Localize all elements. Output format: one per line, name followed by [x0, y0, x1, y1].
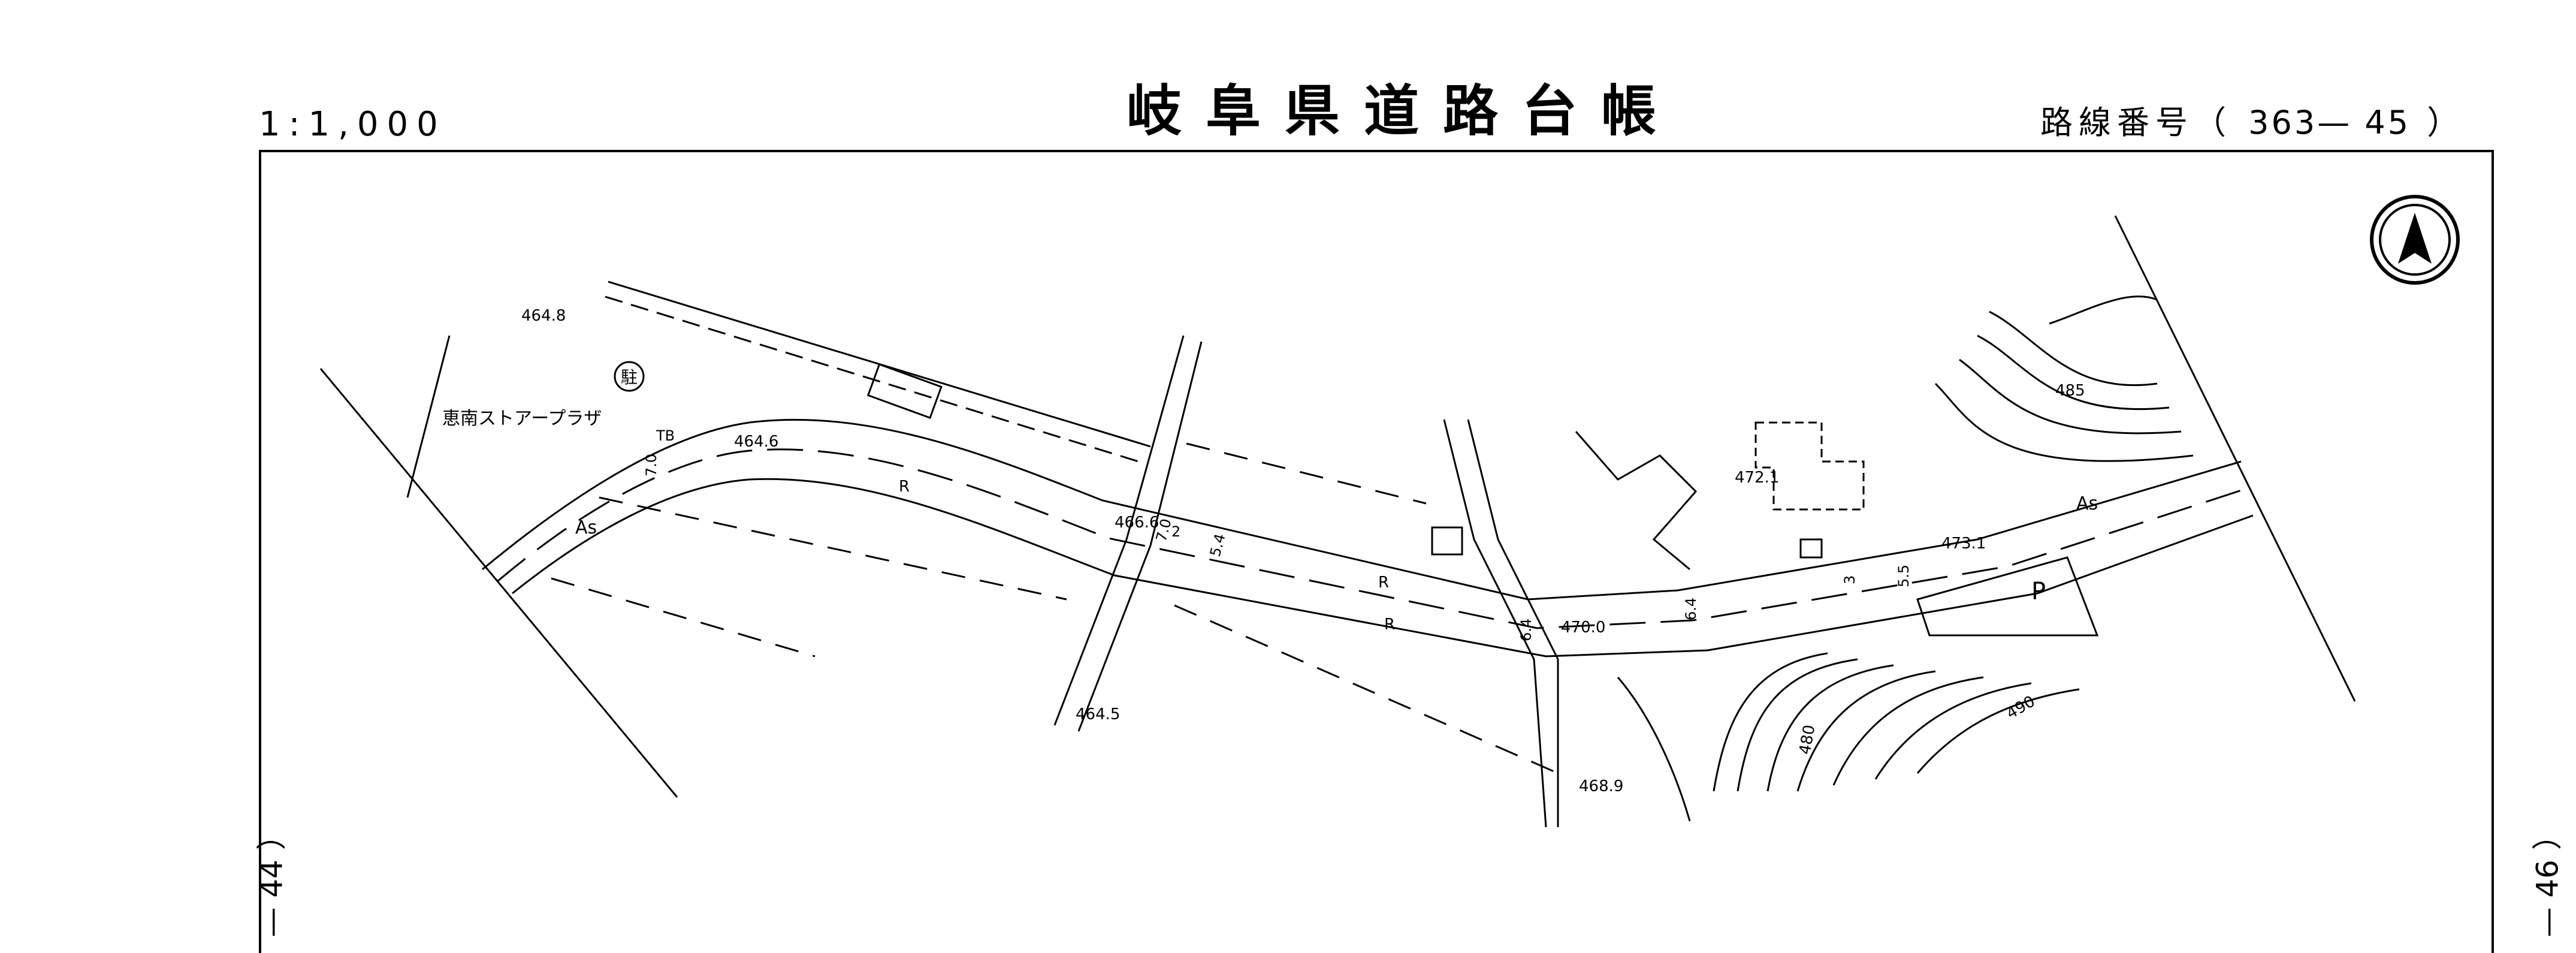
side-road-edge	[605, 295, 1139, 463]
contour-line	[1766, 664, 1894, 792]
contour-line	[1796, 670, 1936, 792]
dashed-boundary	[1186, 442, 1427, 505]
contour-line	[2049, 295, 2158, 325]
building	[866, 363, 943, 420]
contour-label: 490	[2004, 692, 2039, 723]
contour-label: 485	[2055, 382, 2085, 400]
elevation-label: 466.6	[1115, 514, 1159, 532]
route-close: ）	[2427, 104, 2466, 141]
contour-line	[1617, 677, 1691, 822]
road-centerline	[497, 448, 2248, 629]
elevation-label: 470.0	[1561, 619, 1605, 637]
boundary-line	[319, 368, 678, 798]
channel-edge	[1467, 419, 1559, 827]
contour-line	[1874, 682, 2032, 780]
elevation-label: 472.1	[1735, 469, 1779, 487]
width-label: 5.4	[1207, 532, 1229, 558]
dashed-boundary	[1174, 604, 1559, 774]
building-dashed	[1754, 421, 1865, 511]
cross-road-edge	[1077, 341, 1203, 732]
boundary-line	[406, 335, 451, 498]
building	[1799, 538, 1823, 559]
parking-area	[1916, 556, 2099, 637]
map-scale: 1:1,000	[259, 105, 446, 144]
contour-line	[1916, 688, 2080, 774]
channel-edge	[1443, 419, 1547, 828]
road-edge-south	[512, 478, 2254, 658]
route-number: 363— 45	[2248, 104, 2411, 141]
structure-outline	[1575, 431, 1698, 571]
road-mark: R	[1378, 574, 1389, 592]
elevation-label: 464.6	[734, 433, 778, 451]
boundary-line	[2114, 215, 2356, 702]
route-label: 路線番号（	[2040, 104, 2232, 141]
contour-line	[1713, 652, 1828, 792]
place-name: 恵南ストアープラザ	[442, 408, 602, 429]
width-label: 6.4	[1518, 619, 1535, 641]
contour-line	[1959, 358, 2182, 435]
elevation-label: 468.9	[1579, 777, 1623, 795]
elevation-label: 464.8	[521, 307, 566, 325]
parking-lot-symbol: 駐	[614, 361, 645, 392]
north-arrow-icon	[2370, 195, 2460, 285]
road-mark: R	[899, 478, 910, 496]
contour-line	[1737, 658, 1858, 792]
width-label: 3	[1841, 575, 1858, 584]
contour-line	[1934, 382, 2194, 462]
contour-line	[1977, 334, 2170, 411]
map-frame	[259, 150, 2494, 953]
elevation-label: 464.5	[1076, 705, 1120, 723]
building	[1431, 526, 1463, 556]
page-title: 岐阜県道路台帳	[1127, 79, 1681, 143]
contour-line	[1989, 310, 2158, 387]
contour-line	[1832, 676, 1984, 786]
elevation-label: 473.1	[1941, 535, 1986, 553]
contour-label: 480	[1796, 723, 1819, 756]
dashed-boundary	[599, 496, 1067, 601]
width-label: 5.5	[1895, 565, 1912, 587]
width-label: 2	[1171, 523, 1180, 540]
cross-road-edge	[1053, 335, 1185, 726]
tb-label: TB	[656, 427, 675, 444]
parking-label: P	[2031, 578, 2046, 605]
parking-lot-symbol-label: 駐	[621, 367, 638, 387]
road-mark: R	[1384, 616, 1395, 634]
width-label: 7.0	[643, 454, 660, 476]
road-surface-label: As	[2076, 493, 2098, 514]
route-number-label: 路線番号（ 363— 45 ）	[2040, 107, 2465, 139]
road-edge-north	[482, 418, 2242, 601]
dashed-boundary	[551, 577, 816, 658]
road-surface-label: As	[575, 517, 597, 538]
width-label: 6.4	[1683, 598, 1699, 620]
